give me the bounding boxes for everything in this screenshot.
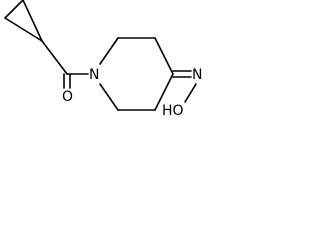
bond-c4-c5 [154, 73, 174, 111]
bond-cp-carbonyl [41, 40, 68, 75]
bond-c6-n [99, 83, 119, 111]
piperidine-ring [99, 37, 174, 111]
carbonyl-double-bond [63, 73, 71, 89]
bond-n-c2 [99, 37, 119, 65]
oxime-double-bond [172, 70, 192, 78]
structure-canvas: O N N HO [0, 0, 257, 121]
bond-cp-bottom [4, 17, 43, 42]
carbonyl-oxygen-label: O [62, 89, 73, 105]
ring-nitrogen-label: N [89, 67, 99, 83]
bond-n-o [184, 83, 197, 103]
bond-cp-top-left [4, 0, 24, 19]
oxime-nitrogen-label: N [192, 67, 202, 83]
molecule-diagram: O N N HO [4, 0, 202, 119]
hydroxyl-label: HO [162, 103, 184, 119]
bond-cp-top-right [22, 0, 43, 42]
cyclopropyl-ring [4, 0, 43, 42]
bond-c3-c4 [154, 37, 174, 75]
